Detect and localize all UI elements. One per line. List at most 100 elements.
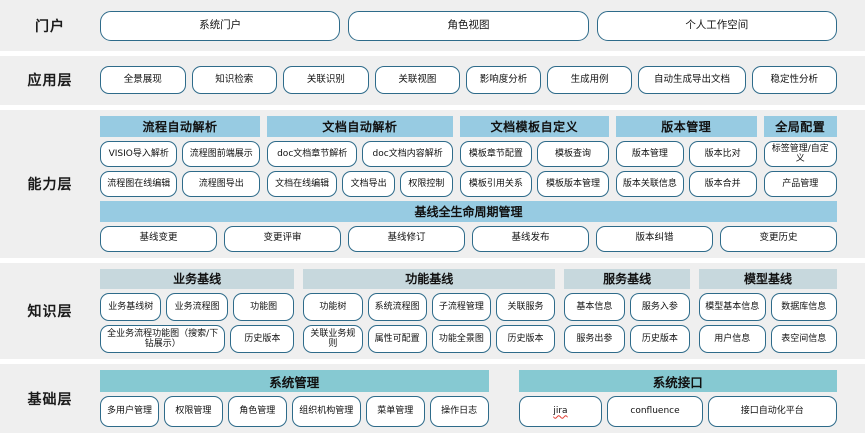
capability-item-2-0-0[interactable]: 模板章节配置 xyxy=(459,140,532,167)
knowledge-item-0-1-1[interactable]: 历史版本 xyxy=(230,324,295,354)
baseline-lifecycle-items: 基线变更 变更评审 基线修订 基线发布 版本纠错 变更历史 xyxy=(100,225,837,252)
foundation-item-1-0[interactable]: jira xyxy=(518,396,603,427)
baseline-lifecycle-item-4[interactable]: 版本纠错 xyxy=(596,225,713,252)
capability-item-1-1-2[interactable]: 权限控制 xyxy=(400,170,453,197)
capability-group-columns: 流程自动解析 VISIO导入解析 流程图前端展示 流程图在线编辑 流程图导出 文… xyxy=(100,115,837,197)
knowledge-item-2-1-0[interactable]: 服务出参 xyxy=(564,324,625,354)
foundation-item-0-2[interactable]: 角色管理 xyxy=(227,396,287,427)
baseline-lifecycle-item-0[interactable]: 基线变更 xyxy=(100,225,217,252)
knowledge-item-1-0-3[interactable]: 关联服务 xyxy=(495,292,556,321)
portal-item-2[interactable]: 个人工作空间 xyxy=(596,10,837,41)
capability-item-0-0-0[interactable]: VISIO导入解析 xyxy=(100,140,178,167)
application-item-7[interactable]: 稳定性分析 xyxy=(751,66,838,95)
baseline-lifecycle-title: 基线全生命周期管理 xyxy=(100,200,837,222)
capability-item-2-0-1[interactable]: 模板查询 xyxy=(536,140,609,167)
foundation-item-0-5[interactable]: 操作日志 xyxy=(429,396,489,427)
capability-group-3-row-1: 版本关联信息 版本合并 xyxy=(616,170,757,197)
capability-group-2-row-1: 模板引用关系 模板版本管理 xyxy=(459,170,609,197)
capability-item-3-0-0[interactable]: 版本管理 xyxy=(616,140,684,167)
foundation-item-1-2[interactable]: 接口自动化平台 xyxy=(707,396,837,427)
baseline-lifecycle-item-5[interactable]: 变更历史 xyxy=(720,225,837,252)
knowledge-item-0-0-0[interactable]: 业务基线树 xyxy=(100,292,162,321)
application-item-3[interactable]: 关联视图 xyxy=(374,66,461,95)
capability-group-4-row-0: 标签管理/自定义 xyxy=(763,140,837,167)
knowledge-item-3-0-0[interactable]: 模型基本信息 xyxy=(699,292,766,321)
knowledge-item-2-1-1[interactable]: 历史版本 xyxy=(629,324,691,354)
capability-item-0-0-1[interactable]: 流程图前端展示 xyxy=(182,140,260,167)
capability-item-2-1-0[interactable]: 模板引用关系 xyxy=(459,170,532,197)
knowledge-item-1-1-0[interactable]: 关联业务规则 xyxy=(303,324,363,354)
knowledge-item-3-0-1[interactable]: 数据库信息 xyxy=(770,292,838,321)
capability-group-2-title: 文档模板自定义 xyxy=(459,115,609,137)
foundation-item-0-4[interactable]: 菜单管理 xyxy=(365,396,425,427)
knowledge-group-0: 业务基线 业务基线树 业务流程图 功能图 全业务流程功能图（搜索/下钻展示） 历… xyxy=(100,268,295,354)
layer-label-portal: 门户 xyxy=(35,18,65,35)
application-item-1[interactable]: 知识检索 xyxy=(191,66,278,95)
knowledge-group-2-row-1: 服务出参 历史版本 xyxy=(564,324,691,354)
application-item-2[interactable]: 关联识别 xyxy=(283,66,369,95)
foundation-item-0-1[interactable]: 权限管理 xyxy=(163,396,223,427)
application-item-6[interactable]: 自动生成导出文档 xyxy=(638,66,746,95)
capability-group-4-row-1: 产品管理 xyxy=(763,170,837,197)
knowledge-item-3-1-0[interactable]: 用户信息 xyxy=(699,324,766,354)
knowledge-group-2: 服务基线 基本信息 服务入参 服务出参 历史版本 xyxy=(564,268,691,354)
layer-row-foundation: 基础层 系统管理 多用户管理 权限管理 角色管理 组织机构管理 菜单管理 操作日… xyxy=(0,364,865,433)
knowledge-item-0-0-1[interactable]: 业务流程图 xyxy=(166,292,228,321)
knowledge-item-0-1-0[interactable]: 全业务流程功能图（搜索/下钻展示） xyxy=(100,324,226,354)
application-item-5[interactable]: 生成用例 xyxy=(546,66,633,95)
knowledge-item-1-1-1[interactable]: 属性可配置 xyxy=(367,324,427,354)
knowledge-item-1-1-2[interactable]: 功能全景图 xyxy=(431,324,491,354)
layer-label-knowledge: 知识层 xyxy=(27,303,73,320)
capability-item-3-1-1[interactable]: 版本合并 xyxy=(688,170,757,197)
capability-item-1-1-0[interactable]: 文档在线编辑 xyxy=(266,170,338,197)
baseline-lifecycle-item-2[interactable]: 基线修订 xyxy=(348,225,465,252)
capability-group-0: 流程自动解析 VISIO导入解析 流程图前端展示 流程图在线编辑 流程图导出 xyxy=(100,115,260,197)
portal-item-1[interactable]: 角色视图 xyxy=(348,10,589,41)
application-item-0[interactable]: 全景展现 xyxy=(100,66,186,95)
capability-item-3-0-1[interactable]: 版本比对 xyxy=(688,140,757,167)
baseline-lifecycle-item-3[interactable]: 基线发布 xyxy=(472,225,589,252)
capability-item-4-0-0[interactable]: 标签管理/自定义 xyxy=(763,140,837,167)
capability-item-1-0-0[interactable]: doc文档章节解析 xyxy=(266,140,358,167)
baseline-lifecycle-item-1[interactable]: 变更评审 xyxy=(224,225,341,252)
portal-item-0[interactable]: 系统门户 xyxy=(100,10,341,41)
capability-group-3-row-0: 版本管理 版本比对 xyxy=(616,140,757,167)
layer-row-capability: 能力层 流程自动解析 VISIO导入解析 流程图前端展示 流程图在线编辑 流程图… xyxy=(0,109,865,258)
knowledge-item-1-1-3[interactable]: 历史版本 xyxy=(495,324,556,354)
knowledge-item-2-0-0[interactable]: 基本信息 xyxy=(564,292,625,321)
foundation-group-0: 系统管理 多用户管理 权限管理 角色管理 组织机构管理 菜单管理 操作日志 xyxy=(100,370,489,427)
foundation-item-0-3[interactable]: 组织机构管理 xyxy=(291,396,361,427)
knowledge-item-1-0-1[interactable]: 系统流程图 xyxy=(367,292,427,321)
knowledge-group-3-row-0: 模型基本信息 数据库信息 xyxy=(699,292,838,321)
knowledge-item-2-0-1[interactable]: 服务入参 xyxy=(629,292,691,321)
capability-item-2-1-1[interactable]: 模板版本管理 xyxy=(536,170,609,197)
capability-group-3-title: 版本管理 xyxy=(616,115,757,137)
capability-group-4-title: 全局配置 xyxy=(763,115,837,137)
foundation-item-0-0[interactable]: 多用户管理 xyxy=(100,396,159,427)
knowledge-item-3-1-1[interactable]: 表空间信息 xyxy=(770,324,838,354)
knowledge-group-1-title: 功能基线 xyxy=(303,268,556,289)
foundation-group-1-title: 系统接口 xyxy=(518,370,837,393)
knowledge-item-0-0-2[interactable]: 功能图 xyxy=(232,292,295,321)
layer-body-application: 全景展现 知识检索 关联识别 关联视图 影响度分析 生成用例 自动生成导出文档 … xyxy=(100,66,865,95)
capability-item-1-1-1[interactable]: 文档导出 xyxy=(342,170,396,197)
capability-item-0-1-0[interactable]: 流程图在线编辑 xyxy=(100,170,178,197)
knowledge-group-1: 功能基线 功能树 系统流程图 子流程管理 关联服务 关联业务规则 属性可配置 功… xyxy=(303,268,556,354)
capability-item-0-1-1[interactable]: 流程图导出 xyxy=(182,170,260,197)
layer-body-foundation: 系统管理 多用户管理 权限管理 角色管理 组织机构管理 菜单管理 操作日志 系统… xyxy=(100,364,865,433)
capability-group-4: 全局配置 标签管理/自定义 产品管理 xyxy=(763,115,837,197)
knowledge-group-3: 模型基线 模型基本信息 数据库信息 用户信息 表空间信息 xyxy=(699,268,838,354)
capability-item-1-0-1[interactable]: doc文档内容解析 xyxy=(362,140,453,167)
knowledge-item-1-0-2[interactable]: 子流程管理 xyxy=(431,292,491,321)
knowledge-item-1-0-0[interactable]: 功能树 xyxy=(303,292,363,321)
jira-label: jira xyxy=(553,406,568,417)
capability-item-4-1-0[interactable]: 产品管理 xyxy=(763,170,837,197)
layer-label-capability: 能力层 xyxy=(27,176,73,193)
foundation-item-1-1[interactable]: confluence xyxy=(607,396,703,427)
layer-body-knowledge: 业务基线 业务基线树 业务流程图 功能图 全业务流程功能图（搜索/下钻展示） 历… xyxy=(100,263,865,360)
capability-item-3-1-0[interactable]: 版本关联信息 xyxy=(616,170,684,197)
layer-row-knowledge: 知识层 业务基线 业务基线树 业务流程图 功能图 全业务流程功能图（搜索/下钻展… xyxy=(0,262,865,360)
application-item-4[interactable]: 影响度分析 xyxy=(466,66,541,95)
knowledge-group-2-row-0: 基本信息 服务入参 xyxy=(564,292,691,321)
